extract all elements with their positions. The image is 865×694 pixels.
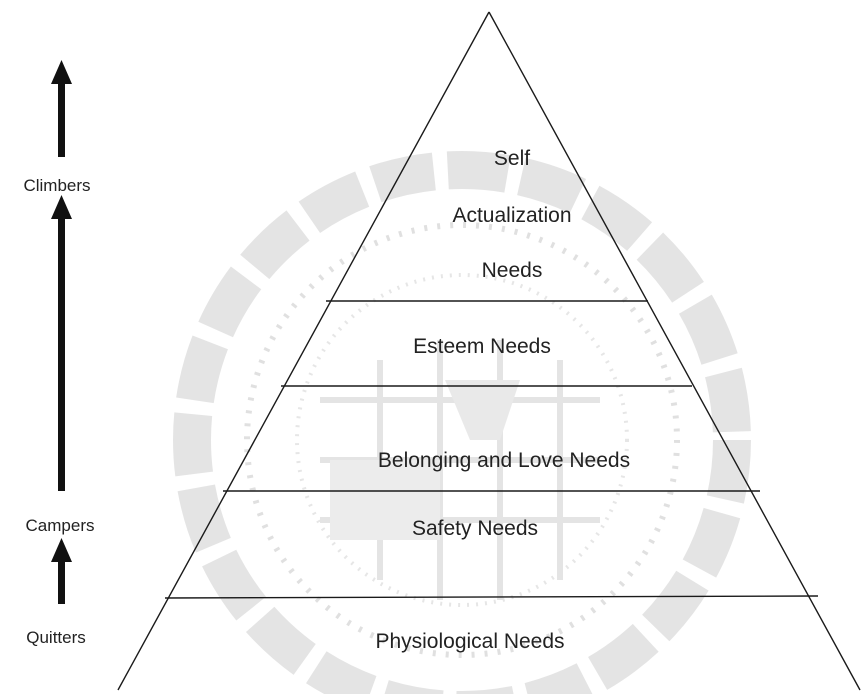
level-safety-label: Safety Needs	[412, 517, 538, 540]
side-arrows	[51, 60, 72, 604]
climbers-upper-arrow	[51, 60, 72, 157]
pyramid-labels: Self Actualization Needs Esteem Needs Be…	[375, 147, 630, 653]
level-divider	[164, 595, 819, 599]
university-seal-watermark	[173, 151, 751, 694]
pyramid	[117, 11, 861, 691]
campers-label: Campers	[26, 516, 95, 535]
pyramid-right-edge	[488, 11, 861, 691]
climbers-lower-arrow	[51, 195, 72, 491]
quitters-label: Quitters	[26, 628, 86, 647]
climbers-label: Climbers	[23, 176, 90, 195]
side-labels: Climbers Campers Quitters	[23, 176, 94, 647]
level-esteem-label: Esteem Needs	[413, 335, 551, 358]
pyramid-left-edge	[117, 11, 490, 691]
level-physiological-label: Physiological Needs	[375, 630, 564, 653]
level-belonging-label: Belonging and Love Needs	[378, 449, 630, 472]
campers-arrow	[51, 538, 72, 604]
level-self-actualization-line-3: Needs	[482, 259, 543, 282]
level-self-actualization-line-1: Self	[494, 147, 530, 170]
level-self-actualization-line-2: Actualization	[452, 204, 571, 227]
